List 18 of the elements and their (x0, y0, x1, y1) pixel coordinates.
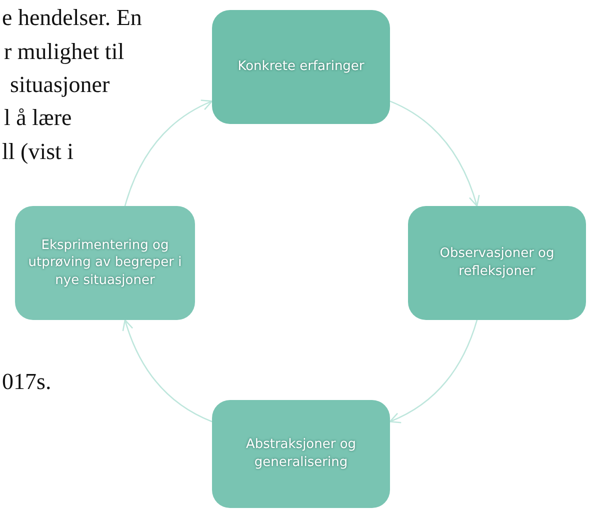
curved-arrow (122, 319, 212, 422)
curved-arrow (124, 100, 213, 206)
body-text: e hendelser. En (2, 6, 142, 29)
rounded-box (408, 206, 586, 320)
body-text: r mulighet til (4, 40, 124, 63)
body-text: l å lære (4, 106, 72, 129)
body-text: situasjoner (10, 73, 110, 96)
rounded-box (212, 10, 390, 124)
box-label: Abstraksjoner og generalisering (244, 436, 358, 472)
curved-arrow (389, 320, 478, 423)
box-label: Konkrete erfaringer (238, 58, 364, 76)
box-label: Observasjoner og refleksjoner (438, 245, 556, 281)
curved-arrow (390, 100, 480, 207)
body-text: ll (vist i (2, 140, 74, 163)
box-label: Eksprimentering og utprøving av begreper i nye situasjoner (27, 236, 183, 290)
rounded-box (15, 206, 195, 320)
body-text: 017s. (2, 370, 52, 393)
rounded-box (212, 400, 390, 508)
